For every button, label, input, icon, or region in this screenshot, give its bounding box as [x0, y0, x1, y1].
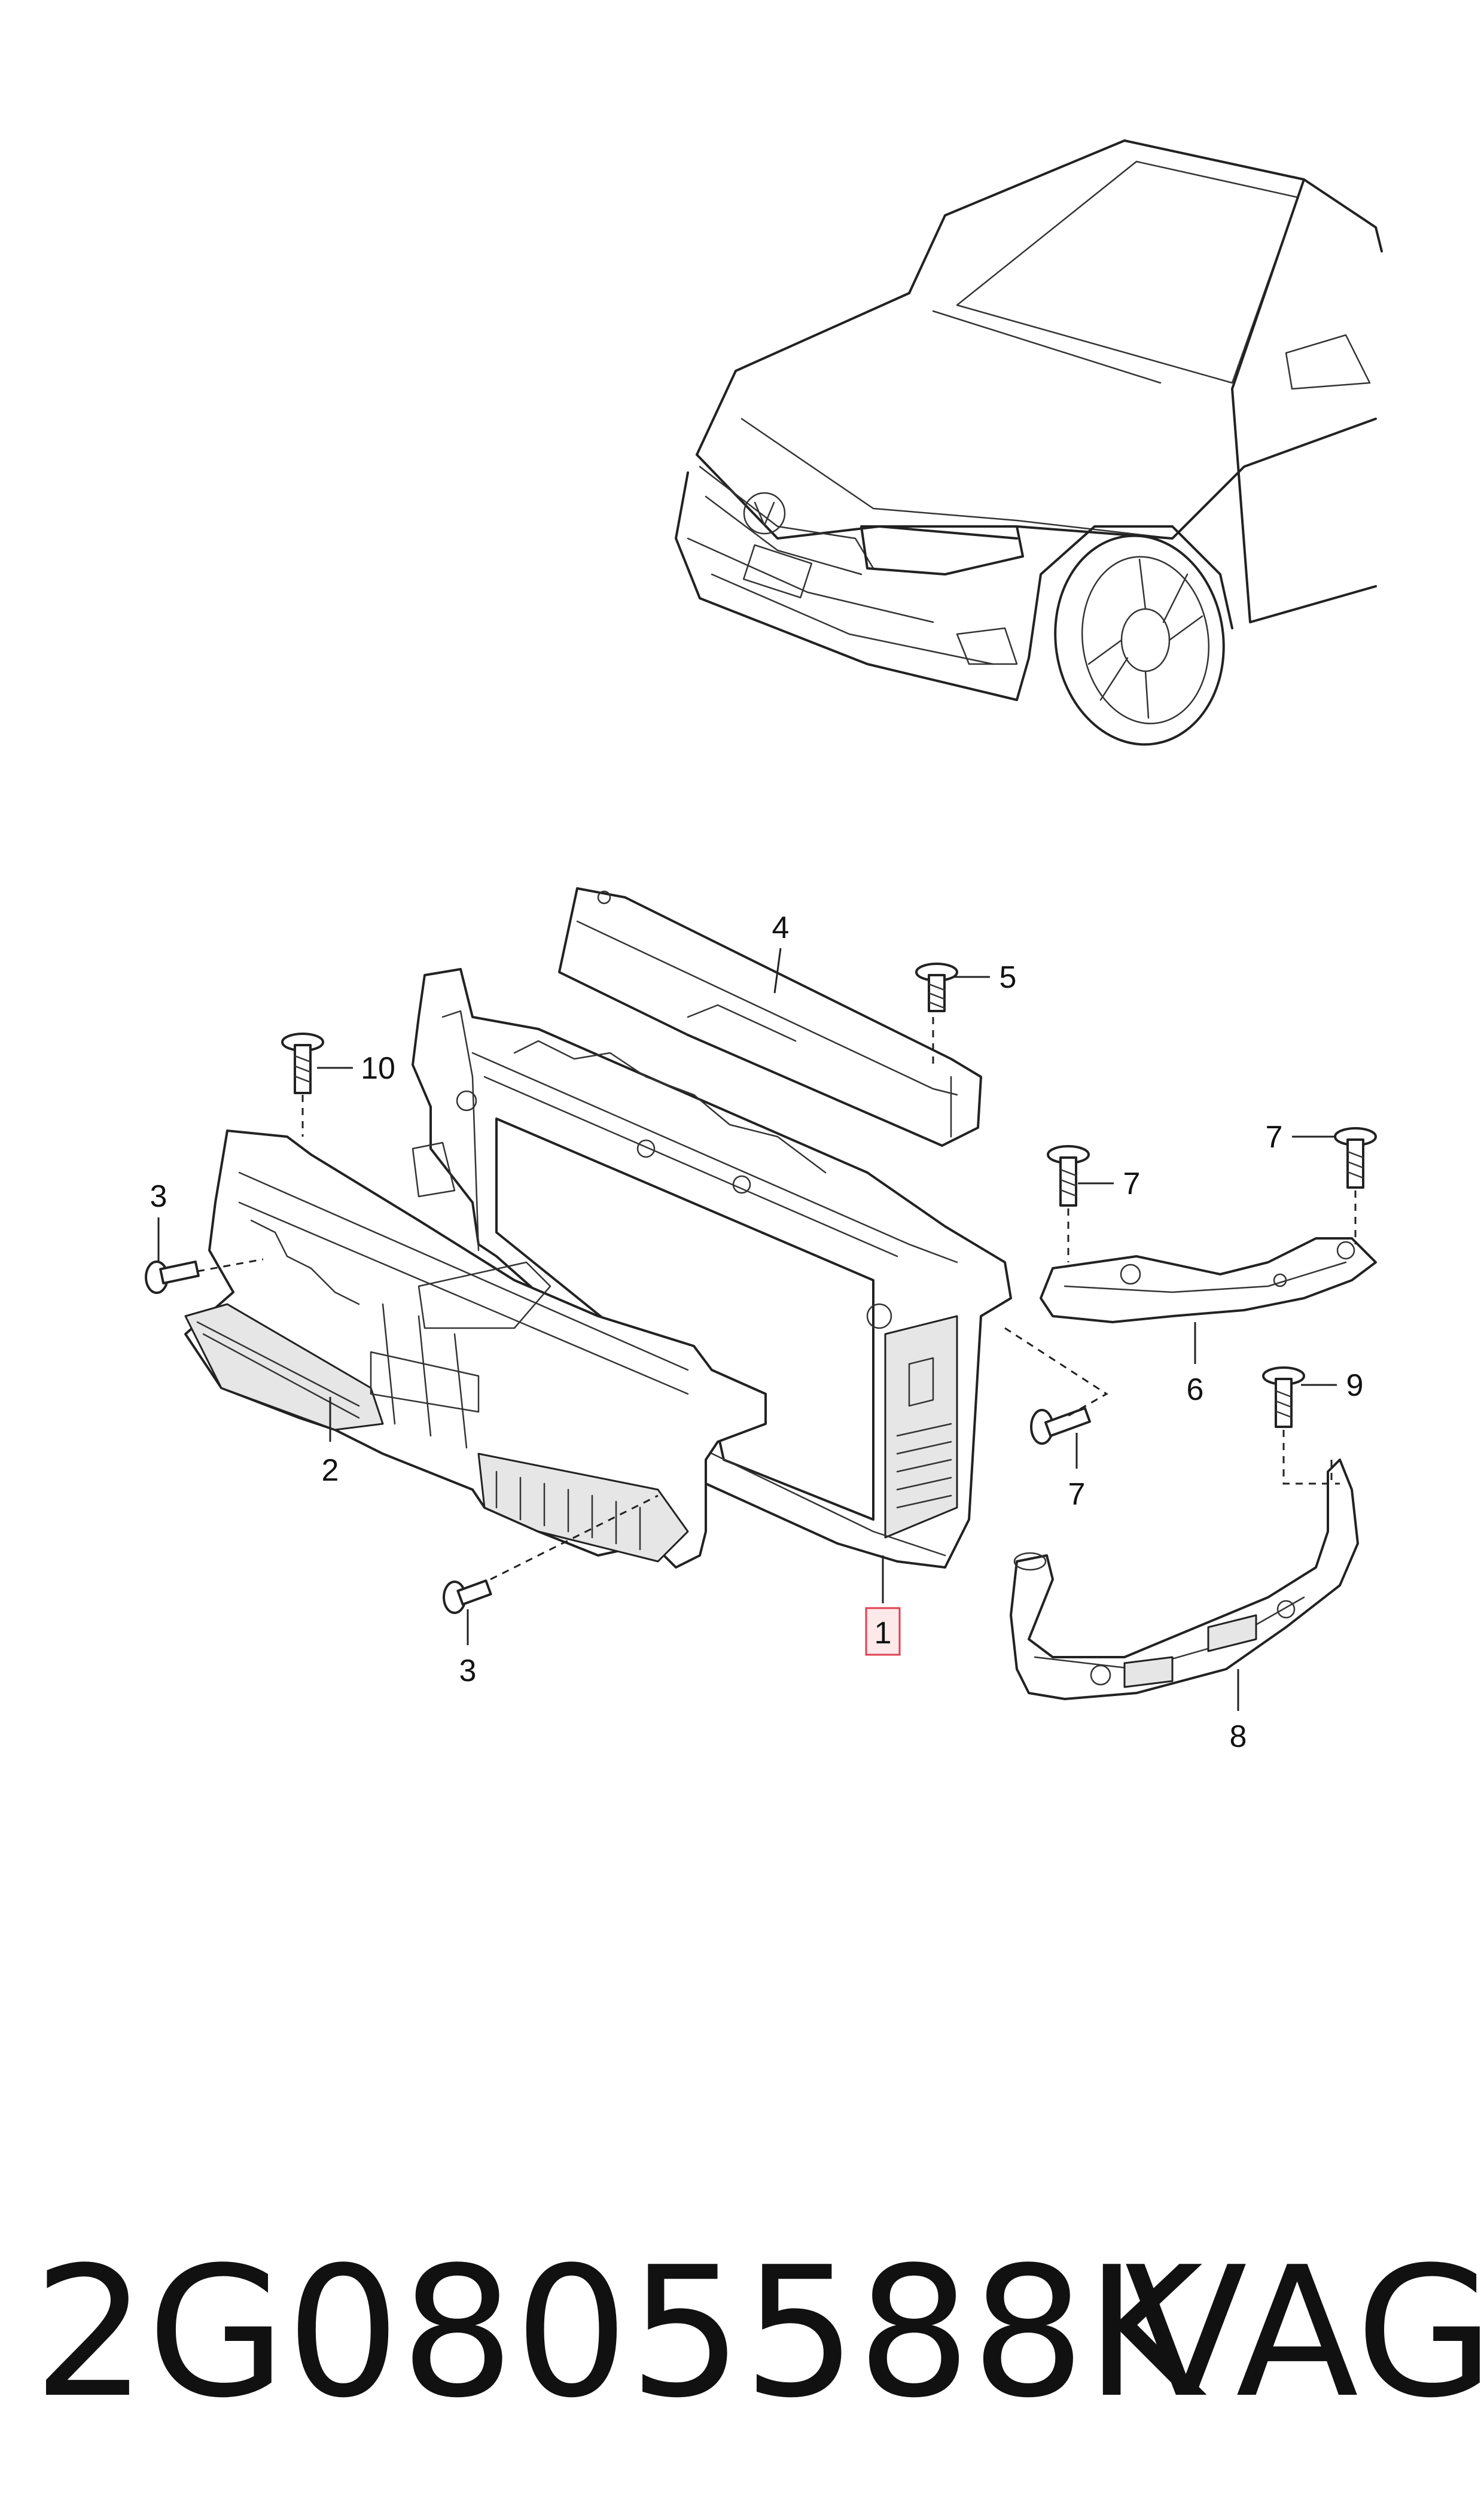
bolt-3-left [145, 1260, 200, 1294]
part-8-bracket [1010, 1459, 1359, 1700]
callout-2: 2 [322, 1453, 339, 1488]
bolt-3-bottom [443, 1579, 492, 1614]
brand-label: VAG [1125, 2228, 1484, 2437]
callout-7-right: 7 [1266, 1120, 1283, 1155]
bolt-5 [915, 963, 958, 1012]
bolt-7-right [1334, 1127, 1377, 1189]
bolt-7-left [1047, 1145, 1090, 1207]
car-overview-illustration [675, 139, 1383, 746]
fitting-lines [197, 1017, 1357, 1581]
bolt-7-lower [1030, 1406, 1091, 1445]
callout-10: 10 [361, 1051, 395, 1086]
callout-1-highlight [865, 1607, 901, 1656]
callout-8: 8 [1230, 1719, 1247, 1754]
part-1-front-carrier [412, 968, 1012, 1569]
part-4-upper-cover [558, 887, 982, 1147]
callout-3-left: 3 [150, 1179, 167, 1214]
part-2-lock-carrier [184, 1129, 767, 1569]
callout-labels: 1 2 3 3 4 5 6 7 7 7 8 9 10 [150, 911, 1364, 1754]
callout-6: 6 [1187, 1372, 1204, 1407]
callout-1: 1 [874, 1616, 892, 1651]
part-number: 2G0805588K [33, 2228, 1203, 2437]
callout-3-bottom: 3 [459, 1654, 477, 1688]
leader-lines [157, 948, 1337, 1711]
bolt-9 [1262, 1366, 1305, 1428]
callout-4: 4 [772, 911, 790, 945]
callout-7-lower: 7 [1068, 1477, 1086, 1512]
callout-9: 9 [1346, 1368, 1364, 1403]
bolt-10 [281, 1033, 324, 1094]
part-6-bracket [1040, 1237, 1377, 1323]
callout-5: 5 [1000, 960, 1017, 995]
callout-7-left: 7 [1123, 1167, 1141, 1201]
